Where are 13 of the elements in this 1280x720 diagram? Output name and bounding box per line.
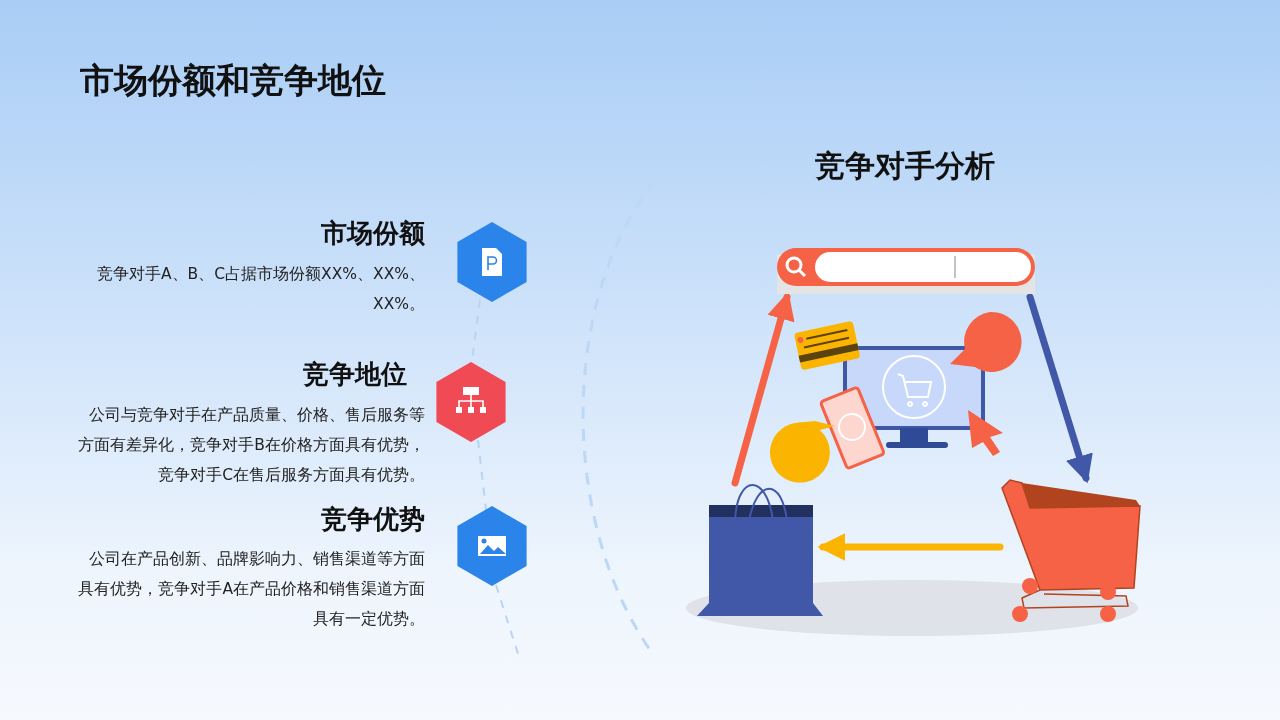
section-description: 竞争对手A、B、C占据市场份额XX%、XX%、XX%。: [96, 264, 425, 315]
flow-arrow: [817, 533, 1004, 561]
section-heading: 竞争优势: [321, 503, 425, 536]
section-description: 公司与竞争对手在产品质量、价格、售后服务等方面有差异化，竞争对手B在价格方面具有优势，竞争对手C在售后服务方面具有优势。: [77, 405, 425, 486]
section-description: 公司在产品创新、品牌影响力、销售渠道等方面具有优势，竞争对手A在产品价格和销售渠道方面具有一定优势。: [77, 549, 425, 630]
section-heading: 市场份额: [321, 217, 425, 250]
section-heading: 竞争地位: [303, 358, 407, 391]
slide-title: 市场份额和竞争地位: [80, 59, 386, 102]
flow-arrow: [1026, 293, 1093, 484]
panel-heading: 竞争对手分析: [814, 147, 996, 185]
shopping-bag-drawing: [697, 483, 823, 616]
search-bar-drawing: [777, 248, 1035, 294]
shopping-cart-drawing: [1000, 478, 1142, 623]
